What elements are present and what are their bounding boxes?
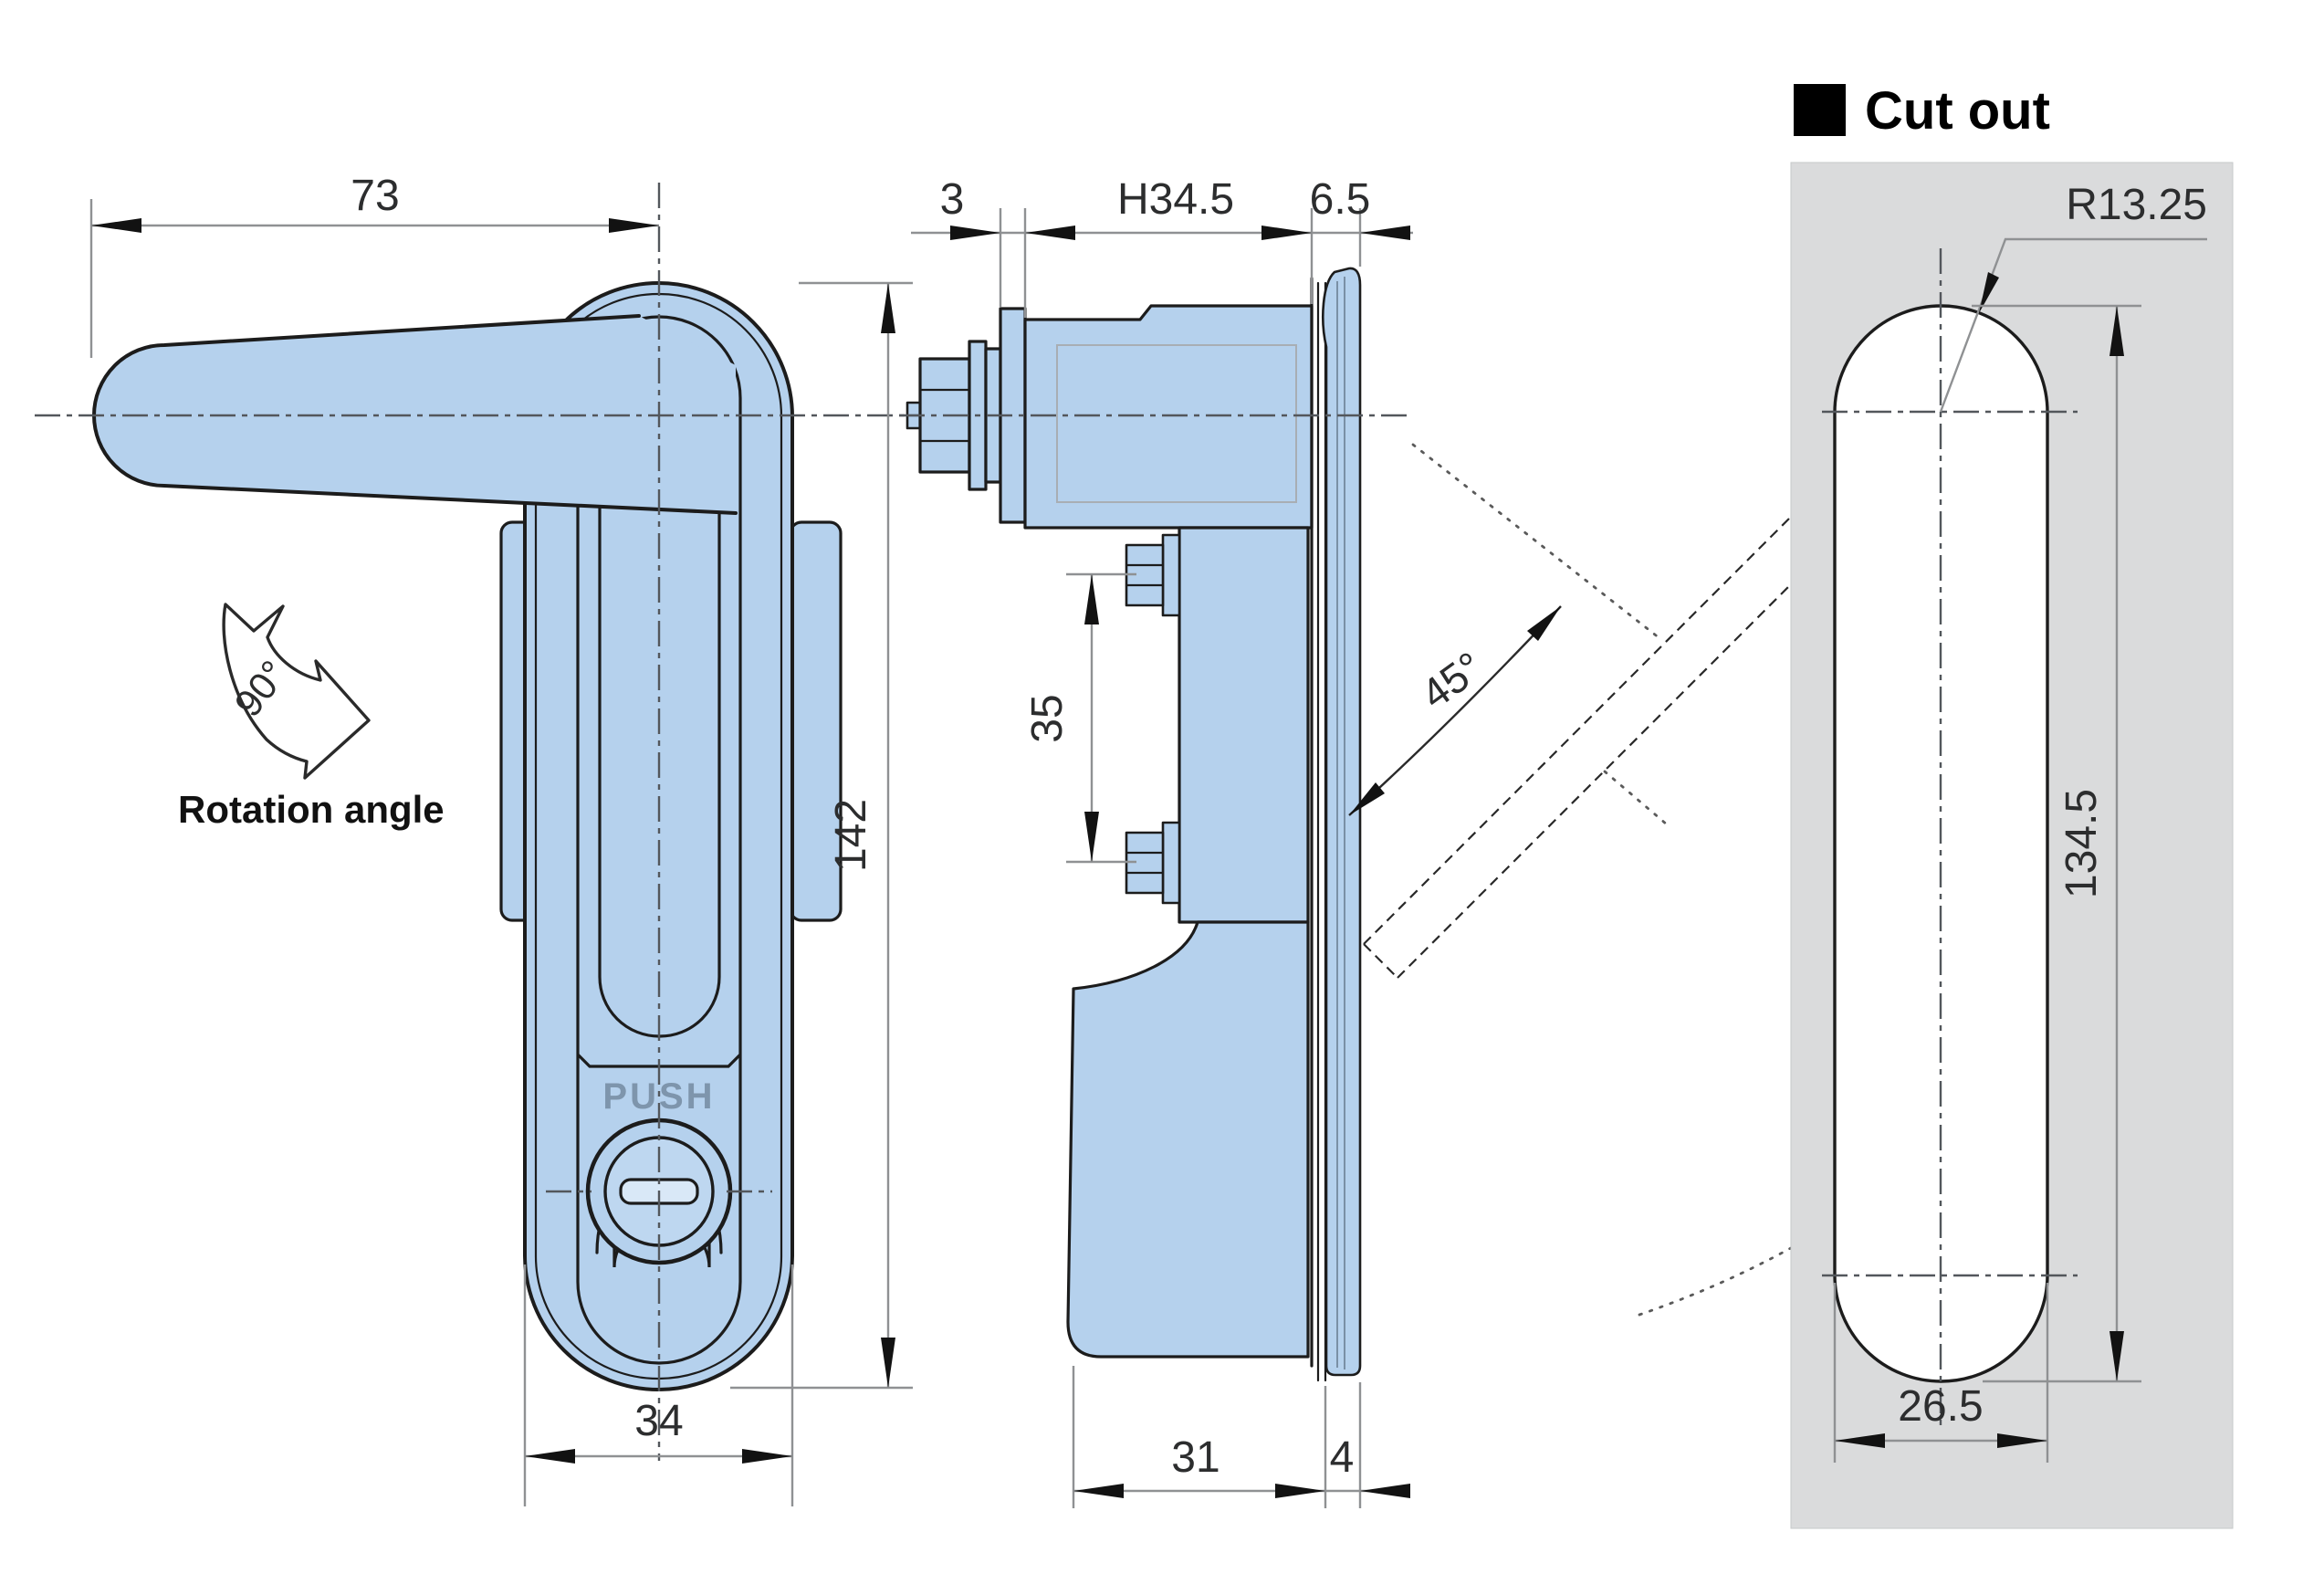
rotation-arrow-icon: [222, 603, 371, 780]
arrowhead-left: [91, 218, 141, 233]
dim-73-label: 73: [351, 172, 399, 220]
arrowhead-h-left: [1025, 226, 1075, 240]
arrowhead-31-left: [1073, 1484, 1124, 1498]
side-view: 3 H34.5 6.5 35 45°: [899, 175, 2006, 1508]
dim-1345-label: 134.5: [2057, 789, 2106, 898]
dimension-corner-radius: R13.25: [1939, 181, 2207, 413]
swing-trace-middle: [1603, 770, 1669, 826]
dimension-cutout-height: 134.5: [1972, 304, 2141, 1383]
rotation-angle-caption: Rotation angle: [178, 788, 445, 831]
arrowhead-right: [742, 1449, 792, 1464]
dim-3-label: 3: [940, 175, 965, 224]
dim-31-label: 31: [1171, 1433, 1220, 1482]
dim-142-label: 142: [827, 799, 875, 872]
arrowhead-latch-end: [1527, 606, 1561, 641]
arrowhead-panel-end: [1349, 782, 1385, 815]
bolt1-washer: [1161, 533, 1181, 617]
leader-line: [1939, 237, 2207, 413]
dim-34-label: 34: [634, 1397, 683, 1445]
dim-4-label: 4: [1330, 1433, 1355, 1482]
dim-35-label: 35: [1023, 694, 1072, 742]
swing-trace-upper: [1411, 443, 1661, 640]
cutout-view: R13.25 134.5 26.5: [1790, 162, 2234, 1529]
dashed-latch-edge-2: [1397, 509, 1867, 979]
arrowhead-top: [881, 283, 895, 333]
arrowhead-bottom: [881, 1338, 895, 1388]
dimension-top-chain: 3 H34.5 6.5: [911, 175, 1413, 318]
latch-arm: [1066, 920, 1310, 1359]
mount-block: [1178, 526, 1310, 924]
arrowhead-right: [1997, 1433, 2047, 1448]
bolt2-washer: [1161, 821, 1181, 905]
dashed-latch-base: [1363, 943, 1398, 979]
dim-h345-label: H34.5: [1117, 175, 1234, 224]
leader-arrowhead: [1979, 272, 1999, 313]
arrowhead-bottom: [1084, 812, 1099, 862]
housing: [1023, 304, 1314, 530]
arrowhead-31-right: [1275, 1484, 1325, 1498]
angle-arc: [1348, 605, 1562, 816]
dimension-handle-length: 73: [89, 172, 659, 358]
dimension-body-height: 142: [730, 281, 913, 1390]
cutout-title: Cut out: [1794, 81, 2050, 141]
front-view: PUSH 73 142 34: [35, 172, 917, 1506]
arrowhead-bottom: [2109, 1331, 2124, 1381]
arrowhead-left: [525, 1449, 575, 1464]
arrowhead-65-right: [1360, 226, 1410, 240]
page-title: Cut out: [1865, 81, 2050, 141]
handle-lever-fill: [94, 316, 736, 513]
arrowhead-right: [609, 218, 659, 233]
housing-bore: [1056, 344, 1297, 503]
rotation-angle-indicator: 90° Rotation angle: [178, 603, 445, 831]
dim-265-label: 26.5: [1898, 1382, 1983, 1431]
arrowhead-4-right: [1360, 1484, 1410, 1498]
push-label: PUSH: [602, 1076, 715, 1117]
dim-45-label: 45°: [1412, 643, 1492, 719]
arrowhead-left: [1835, 1433, 1885, 1448]
arrowhead-3-left: [950, 226, 1000, 240]
arrowhead-h-right: [1261, 226, 1312, 240]
dimension-body-width: 34: [523, 1264, 794, 1506]
dim-65-label: 6.5: [1310, 175, 1371, 224]
dashed-latch-edge-1: [1363, 475, 1833, 945]
dim-r1325-label: R13.25: [2066, 181, 2207, 229]
dimension-cutout-width: 26.5: [1833, 1283, 2049, 1463]
dimension-open-angle: 45°: [1348, 605, 1562, 816]
arrowhead-top: [2109, 306, 2124, 356]
arrowhead-top: [1084, 574, 1099, 624]
title-square-icon: [1794, 84, 1846, 136]
dimension-bolt-spacing: 35: [1023, 572, 1136, 864]
dimension-bottom-chain: 31 4: [1072, 1366, 1410, 1508]
panel-sheet: [1322, 267, 1362, 1377]
